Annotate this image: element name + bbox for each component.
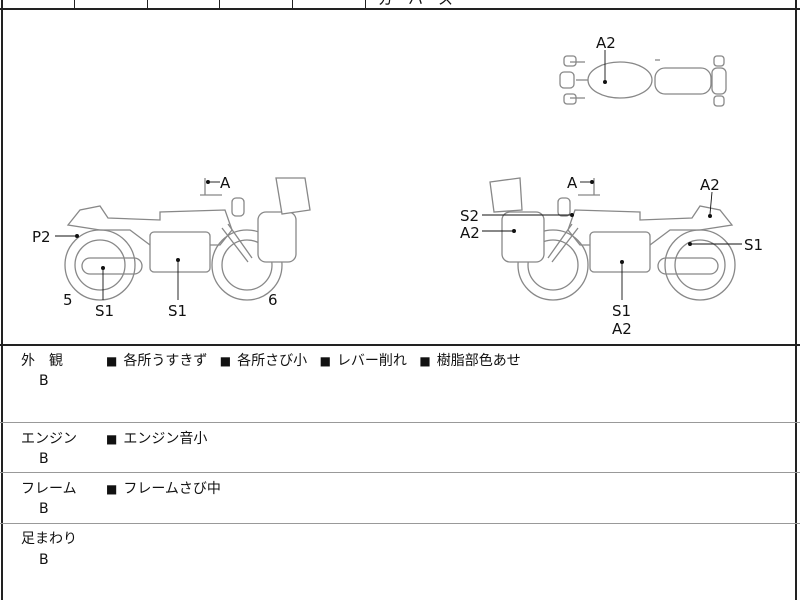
label-right-a: A — [567, 174, 578, 192]
top-cell — [74, 0, 148, 8]
label-right-a2: A2 — [700, 176, 720, 194]
row-grade: B — [39, 373, 49, 389]
label-right-s1: S1 — [744, 236, 763, 254]
damage-labels: A2 A P2 5 S1 S1 6 A A2 S2 A2 S1 S1 A2 — [32, 34, 763, 338]
label-left-a: A — [220, 174, 231, 192]
row-category: 外 観 — [21, 353, 63, 369]
row-remarks: ■エンジン音小 — [106, 428, 215, 448]
label-left-p2: P2 — [32, 228, 51, 246]
row-engine: エンジン B ■エンジン音小 — [0, 423, 800, 472]
label-right-s2: S2 — [460, 207, 479, 225]
label-left-5: 5 — [63, 291, 73, 309]
row-grade: B — [39, 552, 49, 568]
top-cell — [292, 0, 366, 8]
label-left-s1: S1 — [95, 302, 114, 320]
leaders — [55, 50, 742, 300]
row-remarks: ■フレームさび中 — [106, 478, 229, 498]
remark-item: ■レバー削れ — [319, 353, 407, 369]
row-frame: フレーム B ■フレームさび中 — [0, 473, 800, 523]
remark-item: ■樹脂部色あせ — [419, 353, 521, 369]
divider — [0, 8, 800, 10]
divider — [0, 344, 800, 346]
row-grade: B — [39, 501, 49, 517]
top-cell — [147, 0, 220, 8]
motorcycle-top-view — [559, 55, 727, 107]
label-left-s1: S1 — [168, 302, 187, 320]
label-left-6: 6 — [268, 291, 278, 309]
row-remarks: ■各所うすきず ■各所さび小 ■レバー削れ ■樹脂部色あせ — [106, 350, 529, 370]
row-category: フレーム — [21, 481, 77, 497]
row-category: 足まわり — [21, 531, 77, 547]
remark-item: ■各所うすきず — [106, 353, 208, 369]
divider — [0, 422, 800, 423]
label-right-a2: A2 — [612, 320, 632, 338]
top-text-fragment: ガ・ハ・ス — [378, 0, 453, 9]
row-exterior: 外 観 B ■各所うすきず ■各所さび小 ■レバー削れ ■樹脂部色あせ — [0, 346, 800, 422]
motorcycle-right-view — [489, 177, 736, 301]
damage-diagram: A2 A P2 5 S1 S1 6 A A2 S2 A2 S1 S1 A2 — [32, 34, 763, 338]
divider — [0, 523, 800, 524]
divider — [0, 472, 800, 473]
top-cell — [0, 0, 75, 8]
remark-item: ■各所さび小 — [219, 353, 308, 369]
label-top-a2: A2 — [596, 34, 616, 52]
row-suspension: 足まわり B — [0, 524, 800, 600]
label-right-s1: S1 — [612, 302, 631, 320]
remark-item: ■フレームさび中 — [106, 481, 221, 497]
label-right-a2: A2 — [460, 224, 480, 242]
motorcycle-left-view — [64, 177, 311, 301]
row-category: エンジン — [21, 431, 77, 447]
top-cell — [219, 0, 293, 8]
row-grade: B — [39, 451, 49, 467]
remark-item: ■エンジン音小 — [106, 431, 208, 447]
